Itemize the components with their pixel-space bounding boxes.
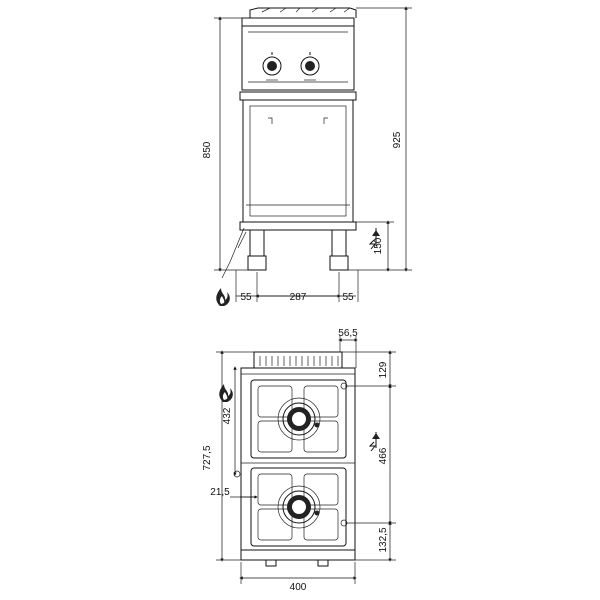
label-front-height-total: 925 <box>392 131 403 148</box>
flame-icon <box>216 288 230 306</box>
label-top-burner-pitch: 466 <box>378 447 389 464</box>
label-front-leg-offset-right: 55 <box>342 292 354 303</box>
label-top-left-upper: 432 <box>222 407 233 424</box>
label-top-depth: 727,5 <box>202 445 213 470</box>
front-leg-right <box>329 229 349 271</box>
control-knob-right <box>300 52 320 76</box>
label-front-leg-height: 150 <box>373 237 384 254</box>
burner-front <box>250 467 347 547</box>
top-dimensions <box>216 336 396 584</box>
label-top-rear-offset: 56,5 <box>338 328 358 339</box>
front-view <box>221 7 357 279</box>
label-top-left-offset: 21,5 <box>210 487 230 498</box>
bolt-arrow-icon-top <box>368 432 380 452</box>
flame-icon-top <box>219 384 233 402</box>
label-front-height-body: 850 <box>202 141 213 158</box>
bolt-arrow-icon <box>368 228 380 250</box>
label-top-burner-rear: 129 <box>378 361 389 378</box>
label-front-leg-offset-left: 55 <box>240 292 252 303</box>
label-top-width: 400 <box>290 582 307 593</box>
front-dimensions <box>214 6 412 302</box>
label-top-burner-front: 132,5 <box>378 527 389 552</box>
control-knob-left <box>262 52 282 76</box>
front-leg-left <box>247 229 267 271</box>
burner-rear <box>250 379 347 459</box>
top-view <box>233 351 356 567</box>
label-front-inner-width: 287 <box>290 292 307 303</box>
